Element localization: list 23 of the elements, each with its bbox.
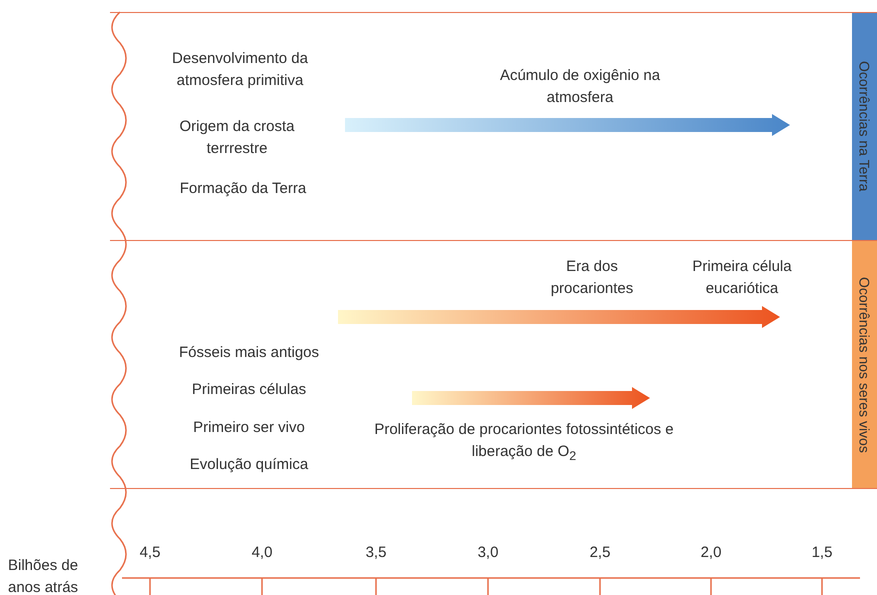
tick-label: 3,0 <box>476 543 500 563</box>
axis-title: Bilhões de anos atrás <box>8 556 80 595</box>
band-title: Ocorrências nos seres vivos <box>852 241 877 488</box>
tick-label: 2,0 <box>700 543 722 563</box>
tick-label: 4,0 <box>250 543 274 563</box>
event-label: Acúmulo de oxigênio na atmosfera <box>498 66 662 108</box>
event-label: Era dos procariontes <box>550 257 634 299</box>
tick-label: 1,5 <box>810 543 834 563</box>
event-label: Primeira célula eucariótica <box>691 257 793 299</box>
event-label: Primeiras células <box>190 380 308 400</box>
band-title: Ocorrências na Terra <box>852 13 877 240</box>
event-label: Fósseis mais antigos <box>178 343 320 363</box>
event-label: Origem da crosta terrrestre <box>178 117 296 159</box>
tick-label: 4,5 <box>138 543 162 563</box>
timeline-band <box>110 12 877 241</box>
event-label: Primeiro ser vivo <box>192 418 306 438</box>
event-label: Evolução química <box>188 455 310 475</box>
tick-label: 2,5 <box>588 543 612 563</box>
tick-label: 3,5 <box>364 543 388 563</box>
event-label: Formação da Terra <box>178 179 308 199</box>
timeline-band <box>110 240 877 489</box>
event-label: Desenvolvimento da atmosfera primitiva <box>171 49 309 91</box>
event-label: Proliferação de procariontes fotossintéticos e liberação de O$_{2}$ <box>374 420 674 465</box>
